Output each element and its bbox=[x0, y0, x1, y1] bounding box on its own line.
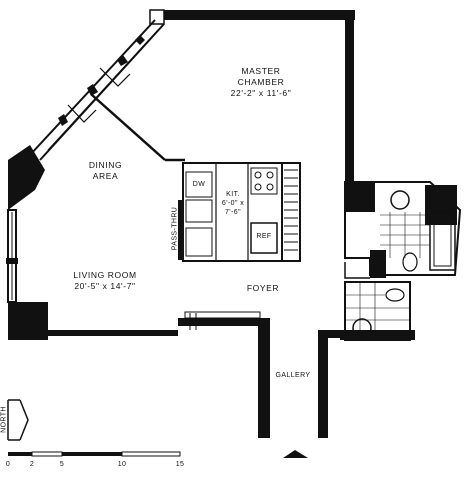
kitchen-dims-1: 6'-0" x bbox=[221, 200, 245, 207]
foyer-label: FOYER bbox=[246, 283, 280, 293]
kitchen-name: KIT. bbox=[226, 191, 240, 198]
dining-area-name-2: AREA bbox=[92, 171, 119, 181]
master-chamber-dims: 22'-2" x 11'-6" bbox=[230, 88, 292, 98]
scale-tick-10: 10 bbox=[117, 461, 127, 468]
kitchen-label: KIT. 6'-0" x 7'-6" bbox=[215, 190, 251, 217]
living-room-dims: 20'-5" x 14'-7" bbox=[74, 281, 136, 291]
gallery-label: GALLERY bbox=[275, 372, 311, 379]
pass-thru-label: PASS-THRU bbox=[171, 206, 179, 251]
master-dining-partition bbox=[91, 94, 185, 162]
dining-area-name-1: DINING bbox=[88, 160, 123, 170]
scale-tick-0: 0 bbox=[5, 461, 11, 468]
diagonal-window-wall bbox=[29, 19, 165, 161]
scale-bar bbox=[8, 451, 181, 457]
scale-tick-2: 2 bbox=[29, 461, 35, 468]
dishwasher-label: DW bbox=[192, 181, 206, 188]
kitchen-dims-2: 7'-6" bbox=[225, 209, 241, 216]
scale-tick-5: 5 bbox=[59, 461, 65, 468]
gallery-walls bbox=[283, 330, 340, 458]
kitchen bbox=[178, 162, 301, 262]
master-chamber-label: MASTER CHAMBER 22'-2" x 11'-6" bbox=[226, 66, 296, 99]
dining-area-label: DINING AREA bbox=[78, 160, 133, 182]
bathrooms bbox=[340, 181, 462, 341]
north-label: NORTH bbox=[0, 406, 8, 433]
scale-tick-15: 15 bbox=[175, 461, 185, 468]
master-chamber-name-2: CHAMBER bbox=[237, 77, 285, 87]
north-arrow bbox=[7, 399, 29, 441]
living-room-label: LIVING ROOM 20'-5" x 14'-7" bbox=[55, 270, 155, 292]
living-room-left-wall bbox=[6, 145, 48, 340]
living-room-name: LIVING ROOM bbox=[73, 270, 137, 280]
living-room-bottom-wall bbox=[48, 311, 270, 438]
master-chamber-name-1: MASTER bbox=[241, 66, 281, 76]
refrigerator-label: REF bbox=[256, 233, 272, 240]
